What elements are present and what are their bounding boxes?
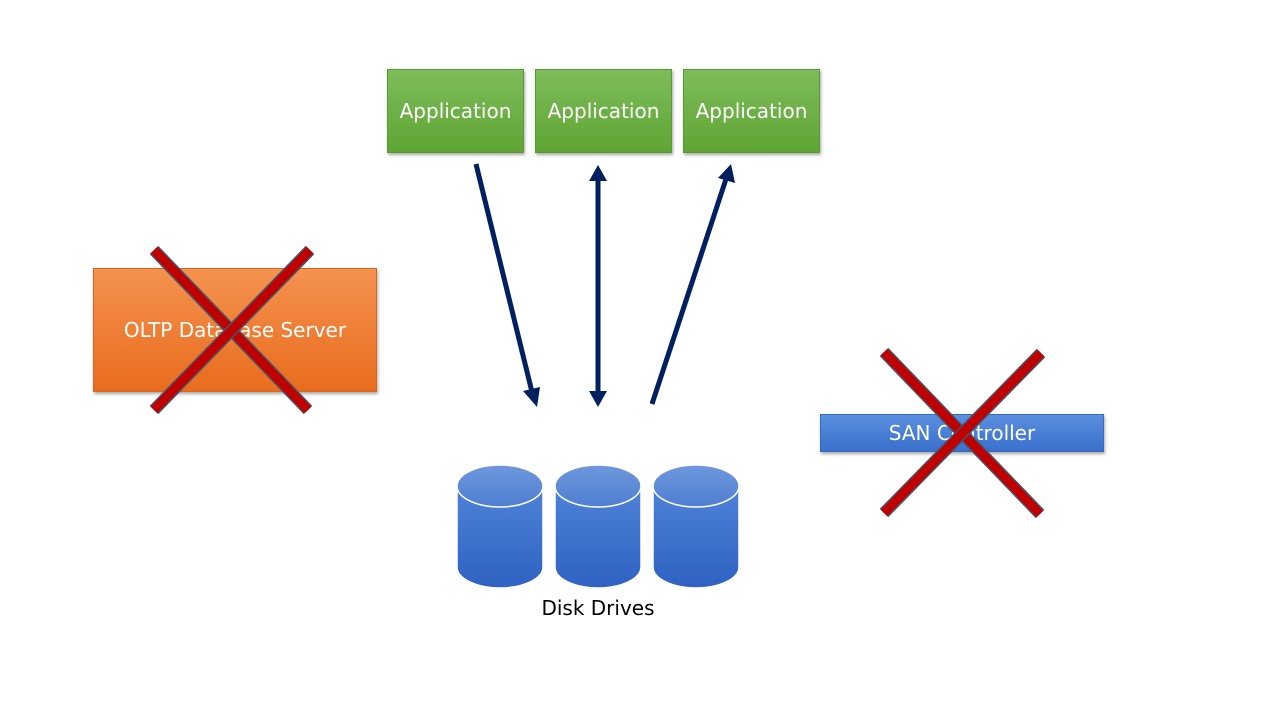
application-label: Application <box>695 99 808 123</box>
arrow-icon <box>473 163 540 407</box>
disk-drives-label: Disk Drives <box>541 596 655 620</box>
application-label: Application <box>547 99 660 123</box>
application-box-3: Application <box>683 69 820 153</box>
san-controller-label: SAN Controller <box>888 421 1036 445</box>
oltp-database-server-label: OLTP Database Server <box>123 318 347 342</box>
application-box-1: Application <box>387 69 524 153</box>
cylinder-icon <box>554 464 642 589</box>
application-box-2: Application <box>535 69 672 153</box>
application-label: Application <box>399 99 512 123</box>
arrow-icon <box>649 164 735 405</box>
oltp-database-server-box: OLTP Database Server <box>93 268 377 392</box>
cylinder-icon <box>456 464 544 589</box>
arrow-icon <box>589 165 607 407</box>
cylinder-icon <box>652 464 740 589</box>
san-controller-box: SAN Controller <box>820 414 1104 452</box>
